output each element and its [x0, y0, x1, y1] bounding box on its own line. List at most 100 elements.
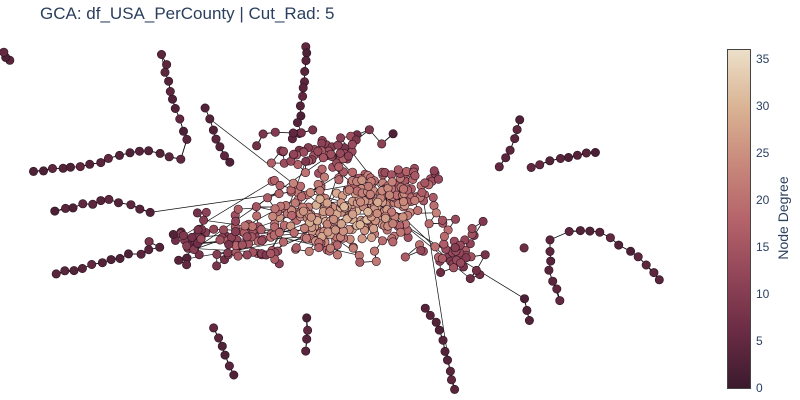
graph-node[interactable]: [424, 219, 434, 229]
graph-node[interactable]: [136, 249, 146, 259]
graph-node[interactable]: [467, 224, 477, 234]
graph-node[interactable]: [308, 125, 318, 135]
graph-node[interactable]: [144, 237, 154, 247]
graph-node[interactable]: [174, 255, 184, 265]
graph-node[interactable]: [187, 232, 197, 242]
graph-node[interactable]: [200, 103, 210, 113]
graph-node[interactable]: [633, 252, 643, 262]
graph-node[interactable]: [416, 246, 426, 256]
graph-node[interactable]: [50, 206, 60, 216]
graph-node[interactable]: [242, 250, 252, 260]
graph-node[interactable]: [317, 164, 327, 174]
graph-node[interactable]: [396, 227, 406, 237]
graph-node[interactable]: [60, 266, 70, 276]
graph-node[interactable]: [363, 181, 373, 191]
graph-node[interactable]: [274, 189, 284, 199]
graph-node[interactable]: [319, 172, 329, 182]
graph-node[interactable]: [431, 317, 441, 327]
graph-node[interactable]: [332, 250, 342, 260]
graph-node[interactable]: [480, 250, 490, 260]
graph-node[interactable]: [266, 249, 276, 259]
graph-node[interactable]: [357, 175, 367, 185]
graph-node[interactable]: [233, 251, 243, 261]
graph-node[interactable]: [295, 101, 305, 111]
graph-node[interactable]: [436, 267, 446, 277]
graph-node[interactable]: [87, 259, 97, 269]
graph-node[interactable]: [425, 310, 435, 320]
graph-node[interactable]: [344, 185, 354, 195]
graph-node[interactable]: [450, 214, 460, 224]
graph-node[interactable]: [219, 225, 229, 235]
graph-node[interactable]: [371, 256, 381, 266]
graph-node[interactable]: [233, 204, 243, 214]
graph-node[interactable]: [305, 188, 315, 198]
graph-node[interactable]: [300, 168, 310, 178]
graph-node[interactable]: [363, 207, 373, 217]
graph-node[interactable]: [325, 207, 335, 217]
graph-node[interactable]: [336, 133, 346, 143]
graph-node[interactable]: [535, 160, 545, 170]
graph-node[interactable]: [77, 263, 87, 273]
graph-node[interactable]: [217, 341, 227, 351]
graph-node[interactable]: [179, 126, 189, 136]
graph-node[interactable]: [215, 142, 225, 152]
graph-node[interactable]: [364, 125, 374, 135]
graph-node[interactable]: [288, 128, 298, 138]
graph-node[interactable]: [155, 242, 165, 252]
graph-node[interactable]: [47, 164, 57, 174]
graph-node[interactable]: [301, 346, 311, 356]
graph-node[interactable]: [510, 134, 520, 144]
graph-node[interactable]: [28, 166, 38, 176]
graph-node[interactable]: [505, 145, 515, 155]
graph-node[interactable]: [347, 167, 357, 177]
graph-node[interactable]: [302, 313, 312, 323]
graph-node[interactable]: [367, 233, 377, 243]
graph-node[interactable]: [373, 197, 383, 207]
graph-node[interactable]: [442, 355, 452, 365]
graph-node[interactable]: [242, 232, 252, 242]
graph-node[interactable]: [413, 206, 423, 216]
graph-node[interactable]: [552, 284, 562, 294]
graph-node[interactable]: [288, 178, 298, 188]
graph-node[interactable]: [315, 186, 325, 196]
graph-node[interactable]: [494, 162, 504, 172]
graph-node[interactable]: [437, 215, 447, 225]
graph-node[interactable]: [257, 236, 267, 246]
graph-node[interactable]: [400, 252, 410, 262]
graph-node[interactable]: [355, 257, 365, 267]
graph-node[interactable]: [298, 83, 308, 93]
graph-node[interactable]: [654, 275, 664, 285]
graph-node[interactable]: [292, 118, 302, 128]
graph-node[interactable]: [595, 227, 605, 237]
graph-node[interactable]: [114, 198, 124, 208]
graph-node[interactable]: [224, 361, 234, 371]
graph-node[interactable]: [456, 258, 466, 268]
graph-node[interactable]: [208, 125, 218, 135]
graph-node[interactable]: [263, 193, 273, 203]
graph-node[interactable]: [66, 162, 76, 172]
graph-node[interactable]: [115, 150, 125, 160]
graph-node[interactable]: [256, 225, 266, 235]
graph-node[interactable]: [326, 149, 336, 159]
graph-node[interactable]: [388, 129, 398, 139]
graph-node[interactable]: [60, 203, 70, 213]
graph-node[interactable]: [519, 243, 529, 253]
graph-node[interactable]: [168, 230, 178, 240]
graph-node[interactable]: [106, 255, 116, 265]
graph-node[interactable]: [211, 134, 221, 144]
graph-node[interactable]: [478, 216, 488, 226]
graph-node[interactable]: [614, 240, 624, 250]
graph-node[interactable]: [388, 237, 398, 247]
graph-node[interactable]: [501, 153, 511, 163]
graph-node[interactable]: [515, 115, 525, 125]
graph-node[interactable]: [439, 231, 449, 241]
graph-node[interactable]: [439, 239, 449, 249]
graph-node[interactable]: [323, 227, 333, 237]
graph-node[interactable]: [590, 148, 600, 158]
graph-node[interactable]: [440, 346, 450, 356]
graph-node[interactable]: [564, 227, 574, 237]
graph-node[interactable]: [252, 141, 262, 151]
graph-node[interactable]: [306, 212, 316, 222]
graph-node[interactable]: [380, 213, 390, 223]
graph-node[interactable]: [545, 156, 555, 166]
